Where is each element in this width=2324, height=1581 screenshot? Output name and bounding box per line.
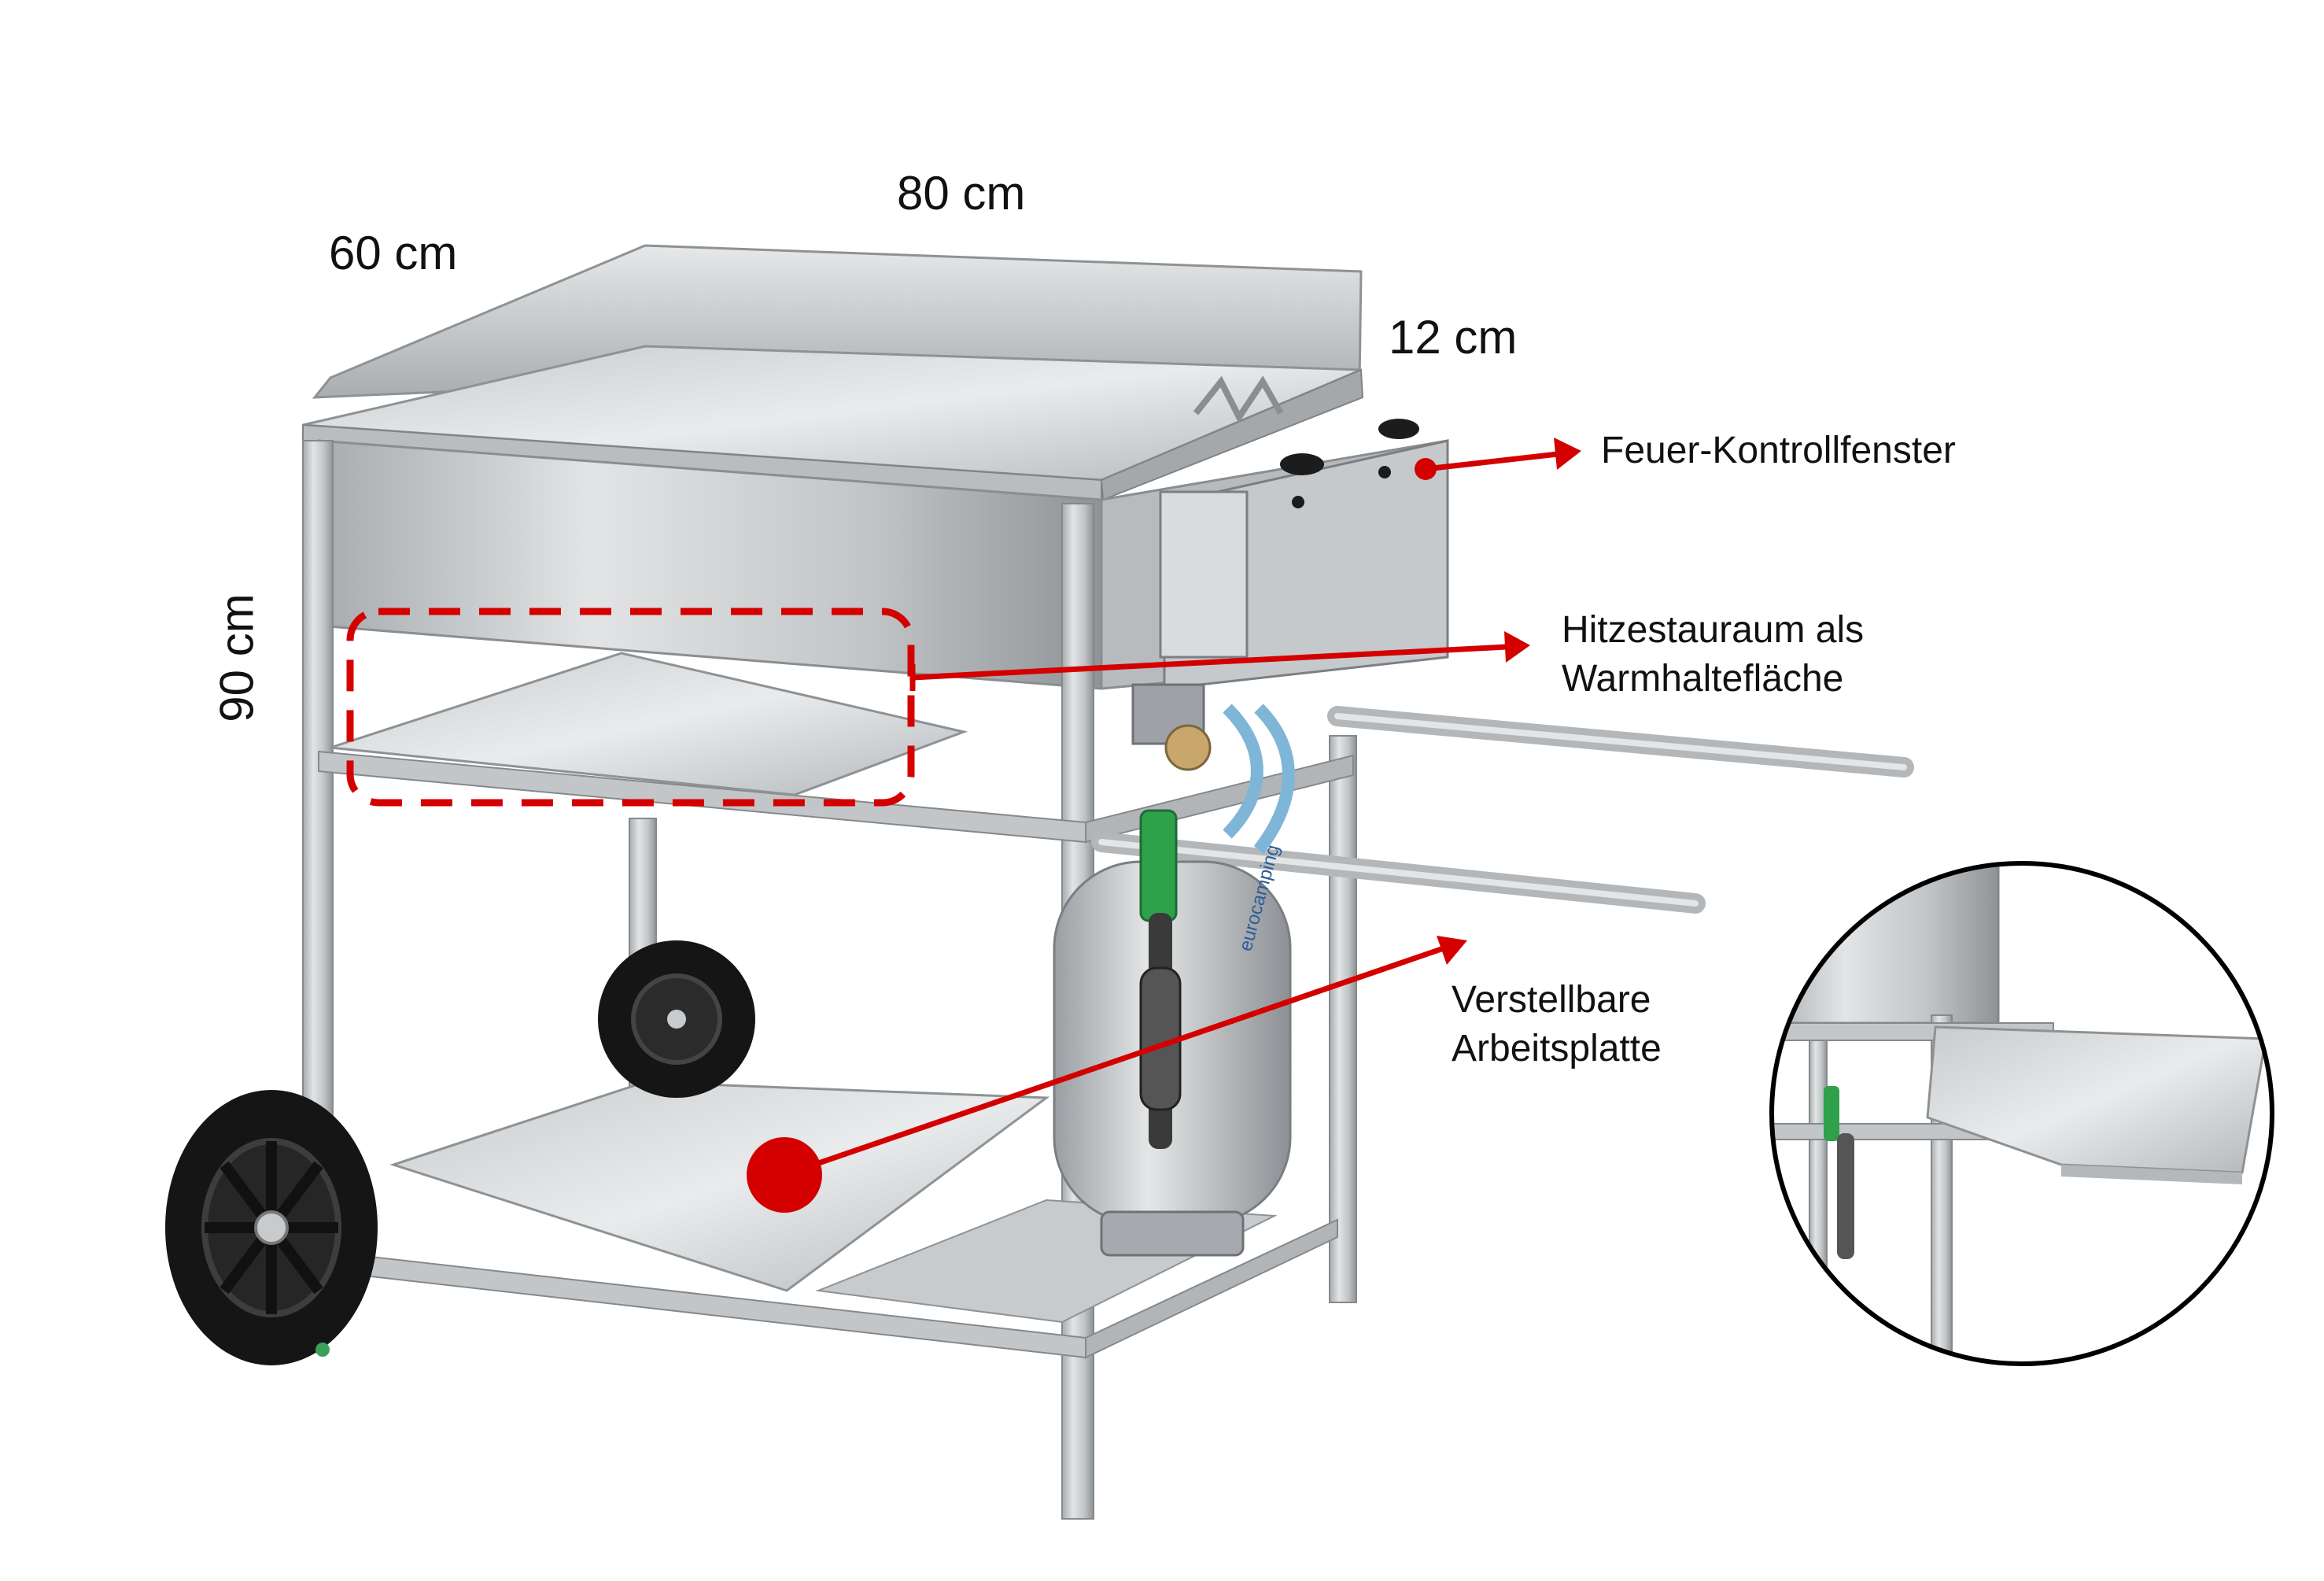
arrow-arbeitsplatte [747,936,1467,1213]
heat-space-highlight [346,608,915,807]
callout-hitzestauraum-line1: Hitzestauraum als [1562,609,1865,651]
dimension-height-label: 90 cm [210,593,264,722]
arrow-feuer-kontrollfenster [1415,438,1581,480]
callout-arbeitsplatte-line2: Arbeitsplatte [1452,1028,1662,1070]
callout-arbeitsplatte: Verstellbare Arbeitsplatte [1452,976,1662,1074]
dimension-width-label: 80 cm [897,167,1026,220]
callout-arbeitsplatte-line1: Verstellbare [1452,979,1651,1021]
arrow-hitzestauraum [909,631,1530,691]
callout-hitzestauraum-line2: Warmhaltefläche [1562,658,1844,700]
dimension-depth-label: 60 cm [329,227,458,279]
callout-feuer-kontrollfenster: Feuer-Kontrollfenster [1601,430,1956,471]
warming-shelf [330,652,968,796]
rear-wheel [598,940,755,1098]
griddle-plate [302,244,1364,501]
front-wheel [165,1090,378,1365]
side-handles [1091,706,1914,914]
dimension-rim-height-label: 12 cm [1389,311,1518,364]
inset-detail [1769,861,2274,1366]
callout-hitzestauraum: Hitzestauraum als Warmhaltefläche [1562,606,1864,704]
lower-work-surface [389,1080,1050,1292]
